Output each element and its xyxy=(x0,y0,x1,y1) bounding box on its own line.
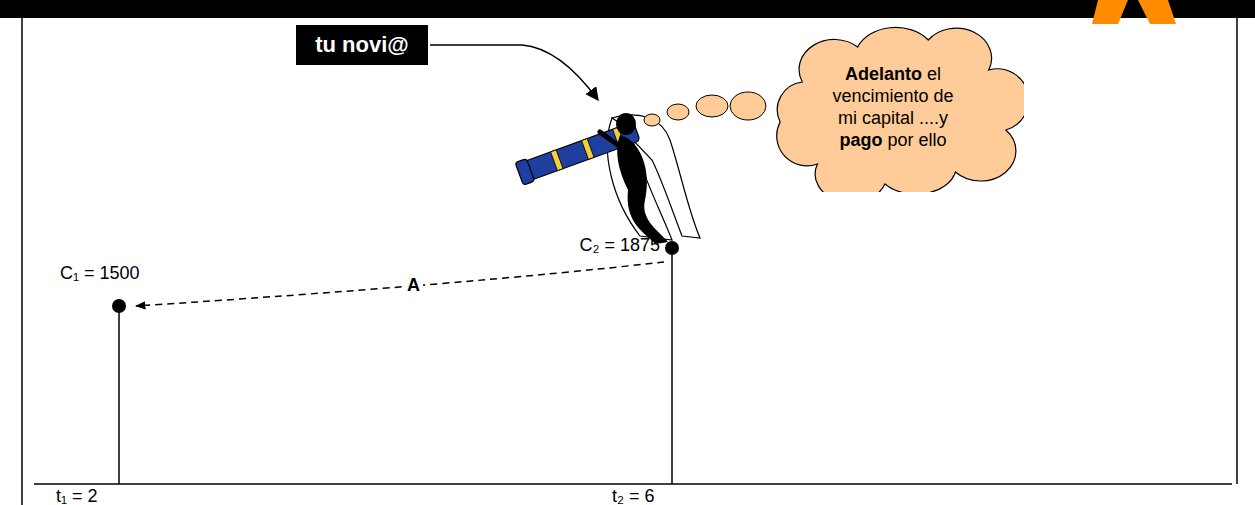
figure-with-telescope xyxy=(515,113,700,255)
arc-label: A xyxy=(404,276,423,294)
box-text: tu novi@ xyxy=(315,32,409,58)
thought-text: Adelanto elvencimiento demi capital ....… xyxy=(832,63,953,151)
label-box: tu novi@ xyxy=(296,25,428,65)
logo-fragment xyxy=(1092,0,1176,24)
capital-label: C₂ = 1875 xyxy=(579,236,660,254)
thought-cloud: Adelanto elvencimiento demi capital ....… xyxy=(762,22,1024,192)
pointer-arrow xyxy=(430,45,598,100)
dashed-arc xyxy=(136,262,664,306)
stem-line xyxy=(118,306,120,484)
cloud-text-wrap: Adelanto elvencimiento demi capital ....… xyxy=(762,22,1024,192)
time-label: t₁ = 2 xyxy=(56,487,98,505)
cloud-outline xyxy=(762,22,1024,192)
thought-bubbles xyxy=(644,92,766,126)
frame-line xyxy=(21,18,23,505)
header-bar xyxy=(0,0,1255,18)
capital-dot xyxy=(112,299,126,313)
frame-line xyxy=(1236,18,1238,484)
capital-label: C₁ = 1500 xyxy=(60,264,140,282)
stem-line xyxy=(671,248,673,484)
time-label: t₂ = 6 xyxy=(612,487,655,505)
time-axis xyxy=(34,483,1232,485)
